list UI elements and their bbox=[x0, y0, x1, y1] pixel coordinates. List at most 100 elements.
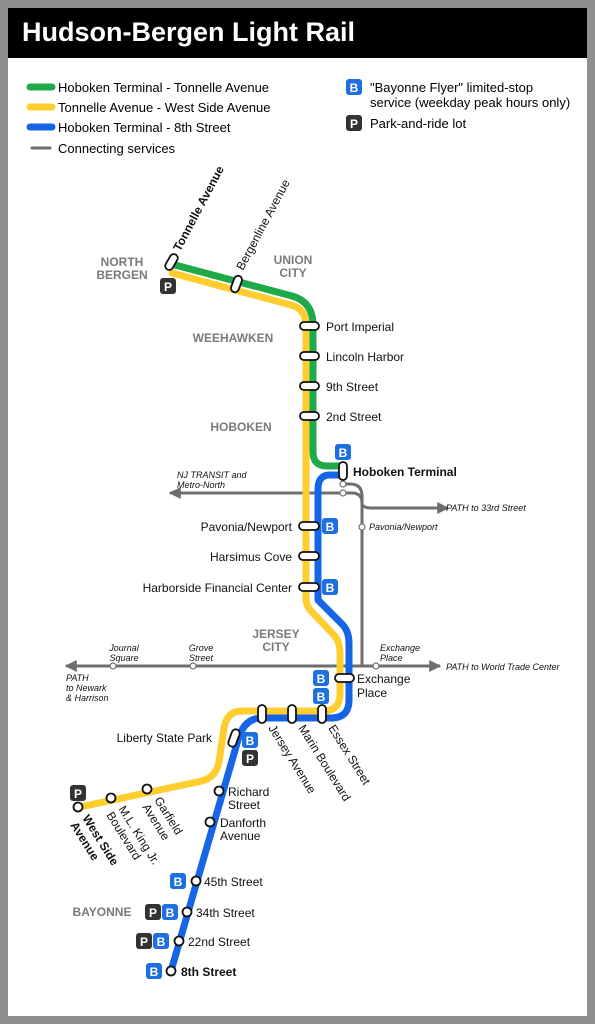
station-marker-west-side[interactable] bbox=[72, 801, 84, 813]
station-marker-mlk[interactable] bbox=[105, 792, 117, 804]
station-marker-9th-street[interactable] bbox=[299, 381, 320, 391]
park-and-ride-icon: P bbox=[70, 785, 86, 801]
bayonne-flyer-icon: B bbox=[153, 933, 169, 949]
path-wtc-label: PATH to World Trade Center bbox=[446, 662, 561, 672]
legend-badge-text-2: service (weekday peak hours only) bbox=[370, 95, 570, 110]
station-marker-lincoln-harbor[interactable] bbox=[299, 351, 320, 361]
station-marker-harsimus[interactable] bbox=[298, 551, 320, 561]
legend-label-yellow: Tonnelle Avenue - West Side Avenue bbox=[58, 100, 271, 115]
area-label-union-city: UNION bbox=[274, 253, 313, 267]
journal-square-label-2: Square bbox=[109, 653, 138, 663]
svg-text:B: B bbox=[157, 935, 166, 949]
svg-text:B: B bbox=[246, 734, 255, 748]
area-label-union-city-2: CITY bbox=[279, 266, 306, 280]
legend-park-text: Park-and-ride lot bbox=[370, 116, 466, 131]
bayonne-flyer-icon: B bbox=[313, 670, 329, 686]
station-marker-bergenline[interactable] bbox=[230, 274, 243, 294]
legend-label-blue: Hoboken Terminal - 8th Street bbox=[58, 120, 231, 135]
exchange-path-label-2: Place bbox=[380, 653, 403, 663]
bayonne-flyer-icon: B bbox=[313, 688, 329, 704]
bayonne-flyer-icon: B bbox=[322, 518, 338, 534]
station-marker-2nd-street[interactable] bbox=[299, 411, 320, 421]
area-label-bayonne: BAYONNE bbox=[73, 905, 132, 919]
station-marker-8th[interactable] bbox=[165, 965, 177, 977]
station-label-liberty: Liberty State Park bbox=[117, 731, 213, 745]
path-pavonia-label: Pavonia/Newport bbox=[369, 522, 438, 532]
svg-text:B: B bbox=[350, 81, 359, 95]
station-label-danforth: Danforth bbox=[220, 816, 266, 830]
station-label-2nd-street: 2nd Street bbox=[326, 410, 382, 424]
station-label-richard-2: Street bbox=[228, 798, 261, 812]
station-marker-hoboken-terminal[interactable] bbox=[338, 461, 348, 481]
svg-text:P: P bbox=[246, 752, 254, 766]
svg-text:B: B bbox=[174, 875, 183, 889]
station-marker-port-imperial[interactable] bbox=[299, 321, 320, 331]
area-label-jersey-city: JERSEY bbox=[252, 627, 299, 641]
station-label-22nd: 22nd Street bbox=[188, 935, 251, 949]
title-bar: Hudson-Bergen Light Rail bbox=[8, 8, 587, 58]
legend-bayonne-flyer-icon: B bbox=[346, 79, 362, 95]
station-label-34th: 34th Street bbox=[196, 906, 255, 920]
station-marker-harborside[interactable] bbox=[298, 582, 320, 592]
map-title: Hudson-Bergen Light Rail bbox=[22, 17, 355, 47]
grove-street-label: Grove bbox=[189, 643, 214, 653]
station-label-8th: 8th Street bbox=[181, 965, 236, 979]
path-33rd-line bbox=[343, 482, 364, 666]
station-marker-pavonia[interactable] bbox=[298, 521, 320, 531]
station-marker-22nd[interactable] bbox=[173, 935, 185, 947]
station-label-9th-street: 9th Street bbox=[326, 380, 379, 394]
bayonne-flyer-icon: B bbox=[162, 904, 178, 920]
path-newark-label-3: & Harrison bbox=[66, 693, 109, 703]
path-hoboken-dot-1 bbox=[339, 480, 347, 488]
bayonne-flyer-badges: B B B B B B B B B B bbox=[146, 444, 351, 979]
path-33rd-label: PATH to 33rd Street bbox=[446, 503, 526, 513]
station-marker-danforth[interactable] bbox=[204, 816, 216, 828]
station-label-pavonia: Pavonia/Newport bbox=[201, 520, 293, 534]
rail-map: Hoboken Terminal - Tonnelle Avenue Tonne… bbox=[26, 79, 570, 979]
path-newark-label-1: PATH bbox=[66, 673, 89, 683]
legend-badge-text-1: "Bayonne Flyer" limited-stop bbox=[370, 80, 533, 95]
park-and-ride-icon: P bbox=[242, 750, 258, 766]
station-label-exchange-place: Exchange bbox=[357, 672, 411, 686]
area-label-hoboken: HOBOKEN bbox=[210, 420, 271, 434]
station-marker-liberty[interactable] bbox=[227, 728, 241, 748]
station-marker-jersey-ave[interactable] bbox=[257, 704, 267, 724]
legend-park-and-ride-icon: P bbox=[346, 115, 362, 131]
station-label-exchange-place-2: Place bbox=[357, 686, 387, 700]
blue-line bbox=[167, 471, 353, 975]
park-and-ride-icon: P bbox=[160, 278, 176, 294]
nj-transit-label-2: Metro-North bbox=[177, 480, 225, 490]
station-marker-34th[interactable] bbox=[181, 906, 193, 918]
station-marker-garfield[interactable] bbox=[141, 783, 153, 795]
station-marker-45th[interactable] bbox=[190, 875, 202, 887]
svg-text:B: B bbox=[317, 672, 326, 686]
area-label-weehawken: WEEHAWKEN bbox=[193, 331, 274, 345]
path-exchange-place-dot bbox=[372, 662, 380, 670]
svg-text:B: B bbox=[166, 906, 175, 920]
legend-label-green: Hoboken Terminal - Tonnelle Avenue bbox=[58, 80, 269, 95]
svg-text:B: B bbox=[317, 690, 326, 704]
map-frame: Hudson-Bergen Light Rail Hoboken Termina… bbox=[8, 8, 587, 1016]
path-pavonia-dot bbox=[358, 523, 366, 531]
station-marker-marin[interactable] bbox=[287, 704, 297, 724]
park-and-ride-icon: P bbox=[136, 933, 152, 949]
nj-transit-label-1: NJ TRANSIT and bbox=[177, 470, 248, 480]
area-label-north-bergen: NORTH bbox=[101, 255, 144, 269]
station-label-harborside: Harborside Financial Center bbox=[143, 581, 292, 595]
svg-text:P: P bbox=[164, 280, 172, 294]
path-33rd-branch bbox=[343, 491, 450, 514]
area-label-jersey-city-2: CITY bbox=[262, 640, 289, 654]
station-marker-richard[interactable] bbox=[213, 785, 225, 797]
svg-text:P: P bbox=[350, 117, 358, 131]
path-journal-square-dot bbox=[109, 662, 117, 670]
station-label-45th: 45th Street bbox=[204, 875, 263, 889]
station-marker-exchange-place[interactable] bbox=[334, 673, 355, 683]
svg-text:B: B bbox=[150, 965, 159, 979]
station-marker-tonnelle[interactable] bbox=[164, 253, 179, 272]
station-marker-essex[interactable] bbox=[317, 704, 327, 724]
bayonne-flyer-icon: B bbox=[146, 963, 162, 979]
path-station-dots bbox=[109, 480, 380, 670]
connecting-services bbox=[64, 482, 450, 672]
station-label-port-imperial: Port Imperial bbox=[326, 320, 394, 334]
grove-street-label-2: Street bbox=[189, 653, 214, 663]
